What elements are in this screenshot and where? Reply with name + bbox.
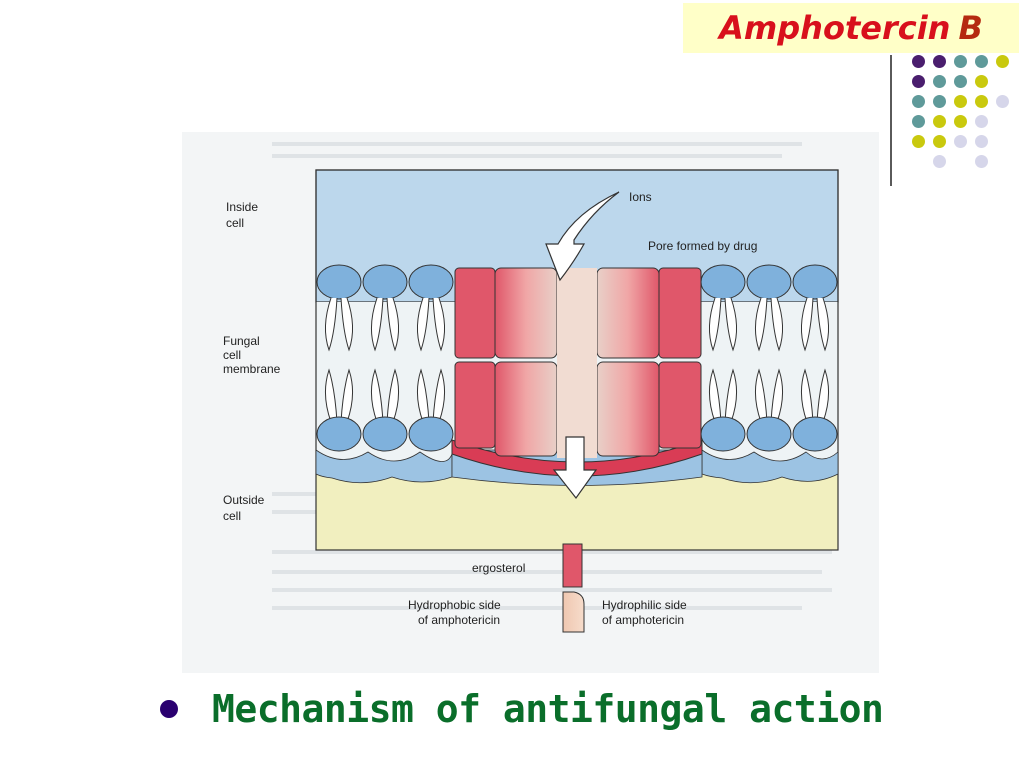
slide-title: Amphotercin B — [683, 3, 1019, 53]
amphotericin-pore — [451, 267, 703, 477]
decorative-dot — [975, 115, 988, 128]
decorative-dot — [933, 115, 946, 128]
decorative-dot — [933, 135, 946, 148]
slide-bullet: Mechanism of antifungal action — [160, 684, 884, 734]
lipid-head — [408, 264, 454, 300]
lipid-tail — [325, 297, 338, 352]
decorative-dot — [912, 55, 925, 68]
lipid-tail — [417, 368, 430, 423]
lipid-head — [792, 264, 838, 300]
decorative-dot — [975, 75, 988, 88]
lipid-tail — [432, 297, 445, 352]
lipid-head — [408, 416, 454, 452]
lipid-tail — [340, 297, 353, 352]
svg-text:Inside: Inside — [226, 200, 258, 214]
amphotericin-swatch — [562, 591, 585, 633]
svg-text:of amphotericin: of amphotericin — [602, 613, 684, 627]
bullet-dot — [160, 700, 178, 718]
decorative-dot — [933, 155, 946, 168]
lipid-tail — [417, 297, 430, 352]
decorative-dot — [996, 55, 1009, 68]
decorative-dot — [912, 95, 925, 108]
ions-arrow-down — [545, 191, 620, 500]
lipid-tail — [340, 368, 353, 423]
lipid-tail — [816, 297, 829, 352]
lipid-head — [700, 264, 746, 300]
decorative-vertical-line — [890, 55, 892, 186]
decorative-dot — [933, 95, 946, 108]
decorative-dot — [975, 155, 988, 168]
lipid-head — [746, 264, 792, 300]
membrane-diagram: Inside cell Fungal cell membrane Outside… — [223, 142, 839, 633]
decorative-dot — [975, 55, 988, 68]
svg-text:cell: cell — [226, 216, 244, 230]
lipid-tail — [724, 368, 737, 423]
lipid-tail — [770, 368, 783, 423]
lipid-tail — [371, 368, 384, 423]
figure-amphotericin-mechanism: Inside cell Fungal cell membrane Outside… — [182, 132, 879, 673]
decorative-dot — [996, 95, 1009, 108]
svg-text:membrane: membrane — [223, 362, 281, 376]
caption-text: Mechanism of antifungal action — [212, 687, 884, 731]
decorative-dot — [954, 95, 967, 108]
lipid-head — [316, 264, 362, 300]
background-text-ghost — [272, 142, 832, 610]
lipid-tail — [755, 297, 768, 352]
decorative-dot — [975, 135, 988, 148]
svg-text:ergosterol: ergosterol — [472, 561, 525, 575]
lipid-head — [792, 416, 838, 452]
svg-text:cell: cell — [223, 348, 241, 362]
decorative-dot — [975, 95, 988, 108]
decorative-dot — [954, 75, 967, 88]
decorative-dot — [912, 135, 925, 148]
lipid-tail — [386, 297, 399, 352]
decorative-dot — [912, 75, 925, 88]
decorative-dot — [933, 75, 946, 88]
phospholipid-bilayer — [316, 264, 838, 452]
decorative-dot — [933, 55, 946, 68]
title-text: Amphotercin — [719, 9, 951, 47]
svg-text:Pore formed by drug: Pore formed by drug — [648, 239, 757, 253]
svg-text:Hydrophilic side: Hydrophilic side — [602, 598, 687, 612]
lipid-tail — [386, 368, 399, 423]
svg-text:of amphotericin: of amphotericin — [418, 613, 500, 627]
lipid-tail — [755, 368, 768, 423]
lipid-tail — [371, 297, 384, 352]
decorative-dot — [912, 115, 925, 128]
decorative-dot — [954, 135, 967, 148]
lipid-tail — [770, 297, 783, 352]
decorative-dot — [954, 115, 967, 128]
lipid-tail — [724, 297, 737, 352]
svg-text:Hydrophobic side: Hydrophobic side — [408, 598, 501, 612]
svg-text:cell: cell — [223, 509, 241, 523]
svg-text:Fungal: Fungal — [223, 334, 260, 348]
lipid-tail — [801, 297, 814, 352]
svg-text:Outside: Outside — [223, 493, 265, 507]
lipid-tail — [709, 297, 722, 352]
ergosterol-swatch — [562, 543, 583, 588]
lipid-head — [362, 416, 408, 452]
lipid-head — [316, 416, 362, 452]
decorative-dot — [954, 55, 967, 68]
lipid-tail — [325, 368, 338, 423]
lipid-tail — [816, 368, 829, 423]
lipid-head — [362, 264, 408, 300]
lipid-head — [746, 416, 792, 452]
lipid-tail — [801, 368, 814, 423]
lipid-tail — [709, 368, 722, 423]
figure-labels: Inside cell Fungal cell membrane Outside… — [223, 190, 757, 627]
title-suffix: B — [958, 9, 983, 47]
svg-text:Ions: Ions — [629, 190, 652, 204]
lipid-head — [700, 416, 746, 452]
lipid-tail — [432, 368, 445, 423]
